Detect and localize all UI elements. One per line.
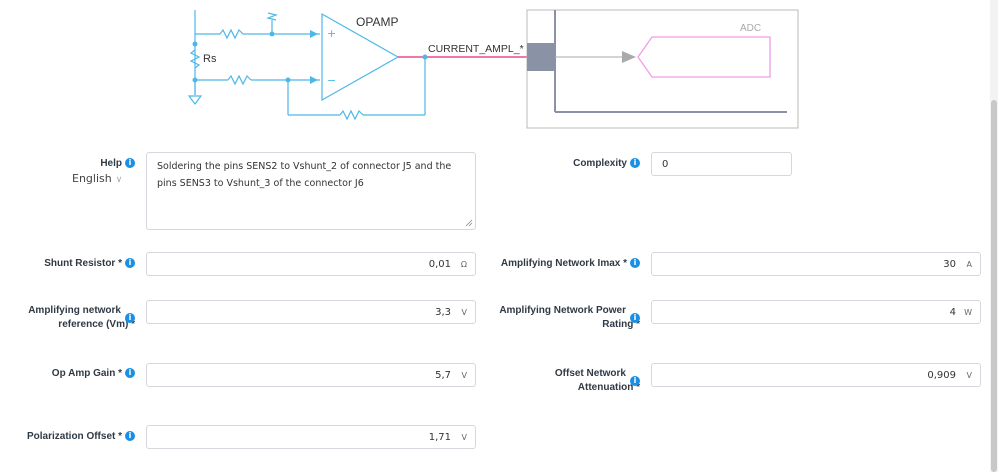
language-value: English bbox=[72, 172, 112, 185]
rs-label: Rs bbox=[203, 53, 217, 65]
amp-reference-label-wrap: Amplifying network reference (Vm) * i bbox=[10, 304, 135, 332]
amp-power-label-line2: Rating * bbox=[602, 319, 640, 330]
complexity-value: 0 bbox=[662, 159, 669, 170]
adc-label: ADC bbox=[740, 23, 761, 34]
info-icon[interactable]: i bbox=[630, 158, 640, 169]
amp-power-value: 4 bbox=[949, 307, 956, 318]
amp-reference-label-line2: reference (Vm) * bbox=[58, 319, 135, 330]
amp-power-input[interactable]: 4 W bbox=[651, 300, 981, 324]
offset-atten-input[interactable]: 0,909 V bbox=[651, 363, 981, 387]
amp-imax-label: Amplifying Network Imax * bbox=[500, 258, 627, 269]
amp-imax-value: 30 bbox=[943, 259, 956, 270]
scrollbar-thumb[interactable] bbox=[991, 100, 997, 472]
amp-imax-input[interactable]: 30 A bbox=[651, 252, 981, 276]
polarization-offset-value: 1,71 bbox=[428, 432, 451, 443]
info-icon[interactable]: i bbox=[630, 313, 640, 323]
shunt-resistor-label: Shunt Resistor * bbox=[44, 258, 122, 269]
net-label: CURRENT_AMPL_* bbox=[428, 43, 524, 55]
resize-grip-icon[interactable] bbox=[465, 219, 473, 227]
amp-power-label-wrap: Amplifying Network Power Rating * i bbox=[490, 304, 640, 332]
opamp-gain-label-wrap: Op Amp Gain *i bbox=[10, 367, 135, 381]
amp-reference-value: 3,3 bbox=[435, 307, 451, 318]
adc-port bbox=[527, 43, 555, 71]
amp-reference-label-line1: Amplifying network bbox=[28, 305, 121, 316]
complexity-input[interactable]: 0 bbox=[651, 152, 792, 176]
amp-imax-label-wrap: Amplifying Network Imax *i bbox=[490, 257, 640, 271]
offset-atten-label-line1: Offset Network bbox=[554, 368, 626, 379]
opamp-gain-label: Op Amp Gain * bbox=[51, 368, 122, 379]
info-icon[interactable]: i bbox=[125, 368, 135, 379]
language-select[interactable]: English∨ bbox=[72, 172, 122, 185]
opamp-gain-value: 5,7 bbox=[435, 370, 451, 381]
circuit-diagram: Rs + − OPAMP CURRENT_AMPL_* ADC bbox=[0, 0, 998, 140]
unit-volt: V bbox=[966, 371, 972, 380]
help-label: Help bbox=[100, 158, 122, 169]
amp-reference-input[interactable]: 3,3 V bbox=[146, 300, 476, 324]
adc-block bbox=[637, 36, 771, 78]
unit-volt: V bbox=[461, 371, 467, 380]
polarization-offset-label-wrap: Polarization Offset *i bbox=[10, 430, 135, 444]
unit-watt: W bbox=[964, 308, 972, 317]
help-text: Soldering the pins SENS2 to Vshunt_2 of … bbox=[157, 161, 452, 189]
complexity-label: Complexity bbox=[573, 158, 627, 169]
unit-volt: V bbox=[461, 308, 467, 317]
info-icon[interactable]: i bbox=[125, 158, 135, 169]
shunt-resistor-input[interactable]: 0,01 Ω bbox=[146, 252, 476, 276]
chevron-down-icon: ∨ bbox=[115, 175, 123, 185]
shunt-resistor-label-wrap: Shunt Resistor *i bbox=[10, 257, 135, 271]
info-icon[interactable]: i bbox=[125, 313, 135, 323]
opamp-label: OPAMP bbox=[356, 15, 398, 29]
offset-atten-value: 0,909 bbox=[927, 370, 956, 381]
unit-volt: V bbox=[461, 433, 467, 442]
opamp-gain-input[interactable]: 5,7 V bbox=[146, 363, 476, 387]
info-icon[interactable]: i bbox=[125, 431, 135, 442]
info-icon[interactable]: i bbox=[630, 258, 640, 269]
info-icon[interactable]: i bbox=[630, 376, 640, 386]
plus-sign: + bbox=[327, 27, 336, 40]
circuit-svg: Rs + − OPAMP CURRENT_AMPL_* ADC bbox=[187, 9, 799, 129]
minus-sign: − bbox=[327, 74, 336, 87]
polarization-offset-input[interactable]: 1,71 V bbox=[146, 425, 476, 449]
polarization-offset-label: Polarization Offset * bbox=[26, 431, 122, 442]
offset-atten-label-wrap: Offset Network Attenuation * i bbox=[490, 367, 640, 395]
help-textarea[interactable]: Soldering the pins SENS2 to Vshunt_2 of … bbox=[146, 152, 476, 230]
amp-power-label-line1: Amplifying Network Power bbox=[499, 305, 626, 316]
unit-ampere: A bbox=[966, 260, 972, 269]
shunt-resistor-value: 0,01 bbox=[428, 259, 451, 270]
info-icon[interactable]: i bbox=[125, 258, 135, 269]
unit-ohm: Ω bbox=[460, 260, 467, 269]
offset-atten-label-line2: Attenuation * bbox=[577, 382, 640, 393]
